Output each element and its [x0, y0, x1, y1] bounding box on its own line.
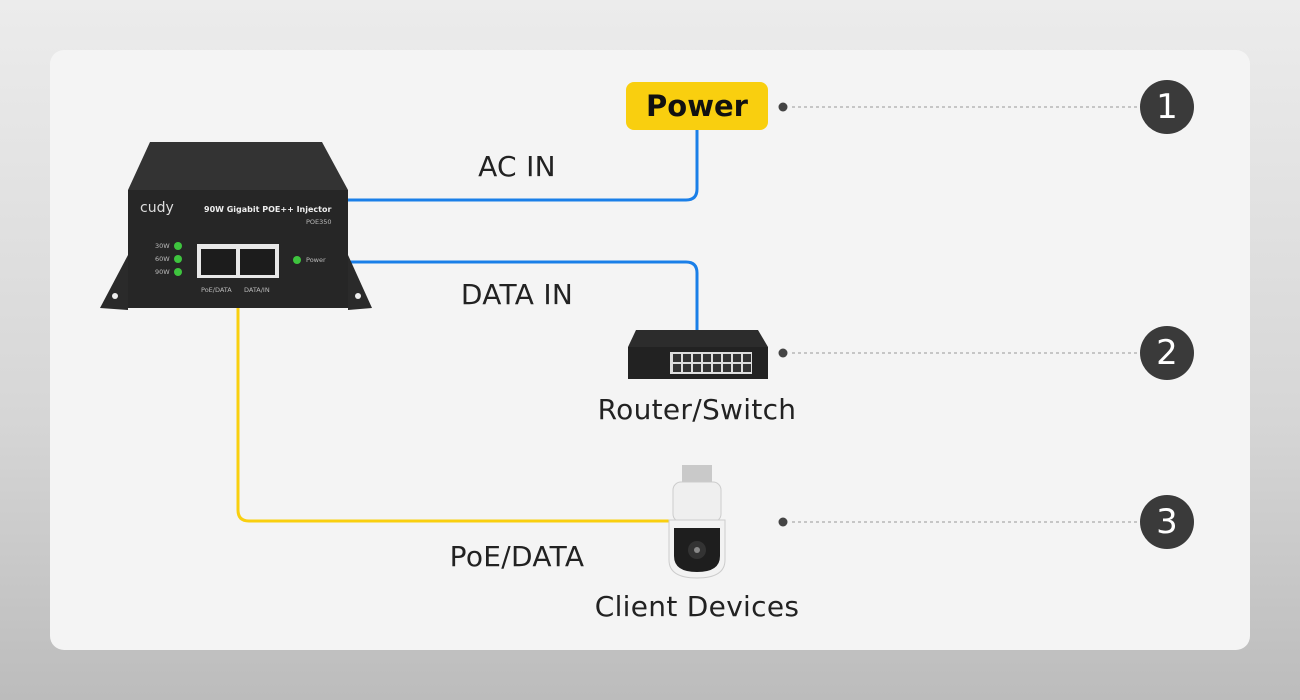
step-1-badge: 1 — [1140, 80, 1194, 134]
poe-data-line — [236, 308, 670, 523]
port-label: PoE/DATA — [201, 286, 232, 294]
router-switch-label: Router/Switch — [597, 393, 797, 426]
data-in-label: DATA IN — [460, 278, 574, 311]
port-label: DATA/IN — [244, 286, 270, 294]
router-switch-image — [628, 330, 768, 379]
leader-lines — [778, 102, 1138, 527]
step-3-badge: 3 — [1140, 495, 1194, 549]
poe-data-label: PoE/DATA — [449, 540, 585, 573]
ac-in-line — [348, 130, 699, 202]
injector-brand: cudy — [140, 200, 174, 216]
injector-model: POE350 — [306, 218, 332, 226]
led-label: 30W — [155, 242, 170, 250]
injector-title: 90W Gigabit POE++ Injector — [204, 205, 332, 214]
data-in-line — [348, 260, 699, 332]
led-label: 60W — [155, 255, 170, 263]
power-badge: Power — [626, 82, 768, 130]
camera-image — [668, 465, 726, 579]
ac-in-label: AC IN — [478, 150, 556, 183]
step-2-badge: 2 — [1140, 326, 1194, 380]
poe-injector-image — [100, 142, 372, 310]
client-devices-label: Client Devices — [594, 590, 800, 623]
power-led-label: Power — [306, 256, 326, 264]
led-label: 90W — [155, 268, 170, 276]
